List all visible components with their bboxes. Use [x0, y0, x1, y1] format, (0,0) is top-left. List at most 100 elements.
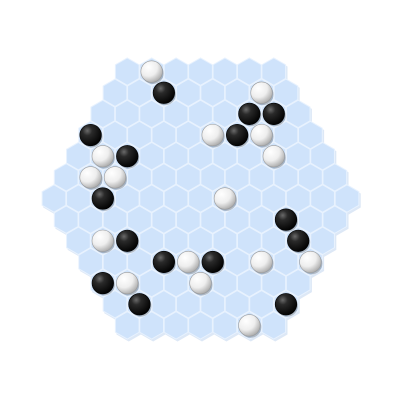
board-cell[interactable]: [200, 289, 226, 319]
board-cell[interactable]: [151, 163, 177, 192]
board-cell[interactable]: [90, 99, 116, 129]
board-cell[interactable]: [224, 205, 250, 234]
board-cell[interactable]: [78, 247, 103, 277]
board-cell[interactable]: [102, 120, 128, 150]
board-cell[interactable]: [200, 78, 226, 108]
board-cell[interactable]: [127, 205, 152, 234]
board-cell[interactable]: [188, 99, 213, 129]
board-cell[interactable]: [273, 163, 299, 192]
board-cell[interactable]: [41, 184, 67, 213]
board-cell[interactable]: [224, 163, 250, 192]
board-cell[interactable]: [212, 311, 238, 340]
board-cell[interactable]: [102, 289, 128, 319]
board-cell[interactable]: [114, 184, 140, 213]
board-cell[interactable]: [273, 78, 299, 108]
board-cell[interactable]: [151, 205, 177, 234]
board-cell[interactable]: [163, 311, 189, 340]
board-cell[interactable]: [114, 57, 140, 86]
board-cell[interactable]: [249, 163, 274, 192]
board-cell[interactable]: [175, 205, 201, 234]
board-cell[interactable]: [298, 205, 323, 234]
board-cell[interactable]: [102, 78, 128, 108]
board-cell[interactable]: [163, 57, 189, 86]
board-cell[interactable]: [53, 163, 79, 192]
board-cell[interactable]: [66, 141, 91, 171]
board-cell[interactable]: [261, 57, 287, 86]
board-cell[interactable]: [236, 57, 262, 86]
board-cell[interactable]: [212, 268, 238, 298]
board-cell[interactable]: [151, 120, 177, 150]
board-cell[interactable]: [236, 184, 262, 213]
board-cell[interactable]: [285, 99, 311, 129]
board-cell[interactable]: [188, 311, 213, 340]
board-cell[interactable]: [163, 141, 189, 171]
board-cell[interactable]: [273, 247, 299, 277]
board-cell[interactable]: [78, 205, 103, 234]
board-cell[interactable]: [53, 205, 79, 234]
board-cell[interactable]: [285, 184, 311, 213]
board-cell[interactable]: [261, 268, 287, 298]
board-cell[interactable]: [224, 247, 250, 277]
board-cell[interactable]: [114, 99, 140, 129]
board-cell[interactable]: [127, 78, 152, 108]
board-cell[interactable]: [298, 163, 323, 192]
board-cell[interactable]: [285, 141, 311, 171]
board-cell[interactable]: [212, 99, 238, 129]
board-cell[interactable]: [224, 289, 250, 319]
board-cell[interactable]: [285, 268, 311, 298]
board-cell[interactable]: [212, 141, 238, 171]
black-stone-body: [201, 250, 224, 274]
board-cell[interactable]: [175, 78, 201, 108]
board-cell[interactable]: [273, 120, 299, 150]
board-cell[interactable]: [322, 205, 348, 234]
board-cell[interactable]: [163, 184, 189, 213]
board-cell[interactable]: [224, 78, 250, 108]
board-cell[interactable]: [139, 141, 165, 171]
board-cell[interactable]: [139, 226, 165, 256]
board-cell[interactable]: [188, 226, 213, 256]
board-cell[interactable]: [200, 205, 226, 234]
board-cell[interactable]: [249, 205, 274, 234]
board-cell[interactable]: [127, 247, 152, 277]
board-cell[interactable]: [139, 311, 165, 340]
board-cell[interactable]: [175, 289, 201, 319]
board-cell[interactable]: [127, 163, 152, 192]
board-cell[interactable]: [236, 268, 262, 298]
board-cell[interactable]: [212, 226, 238, 256]
board-cell[interactable]: [127, 120, 152, 150]
board-cell[interactable]: [200, 163, 226, 192]
board-cell[interactable]: [310, 226, 335, 256]
board-cell[interactable]: [66, 184, 91, 213]
board-cell[interactable]: [261, 226, 287, 256]
board-cell[interactable]: [322, 163, 348, 192]
white-stone-body: [91, 229, 114, 252]
black-stone: [201, 250, 225, 275]
board-cell[interactable]: [139, 268, 165, 298]
board-cell[interactable]: [212, 57, 238, 86]
board-cell[interactable]: [334, 184, 360, 213]
board-cell[interactable]: [102, 205, 128, 234]
board-cell[interactable]: [188, 184, 213, 213]
board-cell[interactable]: [261, 311, 287, 340]
board-cell[interactable]: [188, 141, 213, 171]
board-cell[interactable]: [163, 226, 189, 256]
board-cell[interactable]: [114, 311, 140, 340]
board-cell[interactable]: [236, 226, 262, 256]
board-cell[interactable]: [188, 57, 213, 86]
board-cell[interactable]: [151, 289, 177, 319]
board-cell[interactable]: [310, 141, 335, 171]
board-cell[interactable]: [298, 120, 323, 150]
board-cell[interactable]: [163, 268, 189, 298]
board-cell[interactable]: [236, 141, 262, 171]
white-stone: [189, 272, 213, 296]
board-cell[interactable]: [139, 184, 165, 213]
board-cell[interactable]: [163, 99, 189, 129]
board-cell[interactable]: [310, 184, 335, 213]
board-cell[interactable]: [175, 120, 201, 150]
board-cell[interactable]: [139, 99, 165, 129]
board-cell[interactable]: [66, 226, 91, 256]
board-cell[interactable]: [249, 289, 274, 319]
board-cell[interactable]: [261, 184, 287, 213]
board-cell[interactable]: [102, 247, 128, 277]
board-cell[interactable]: [175, 163, 201, 192]
